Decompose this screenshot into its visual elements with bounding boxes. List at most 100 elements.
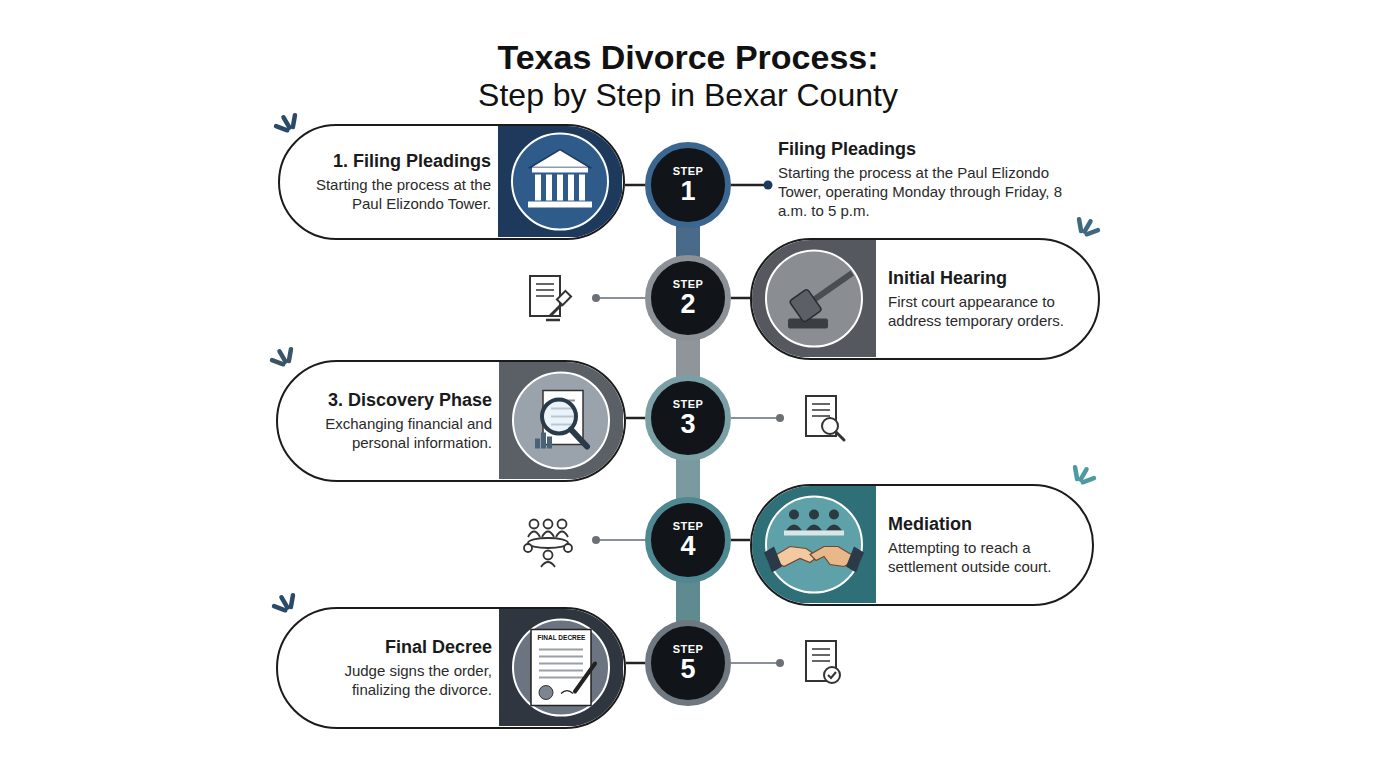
step-circle: STEP3	[645, 375, 731, 461]
decree-icon	[531, 630, 595, 706]
doc-line	[812, 409, 830, 411]
splash-stroke	[274, 606, 285, 610]
seal	[539, 686, 553, 700]
splash-mark	[274, 595, 293, 610]
small-document-icon	[806, 641, 840, 683]
card-cap-fill	[499, 362, 623, 479]
column	[579, 175, 585, 201]
person-body	[826, 525, 842, 531]
card-cap-fill	[752, 240, 876, 357]
leader-dot	[776, 414, 784, 422]
step-body: Starting the process at the Paul Elizond…	[778, 164, 1068, 220]
person-body	[786, 525, 802, 531]
column	[546, 175, 552, 201]
spine-segment	[676, 579, 700, 624]
spine-segment	[676, 457, 700, 501]
step-heading: Initial Hearing	[888, 267, 1082, 290]
icon-disc	[513, 620, 609, 716]
splash-stroke	[1083, 478, 1094, 482]
step-card: 3. Discovery PhaseExchanging financial a…	[276, 360, 626, 482]
small-document-icon	[530, 276, 571, 320]
lens-handle	[571, 430, 587, 447]
small-people-icon	[524, 520, 572, 568]
step-heading: 1. Filing Pleadings	[298, 150, 491, 173]
card-text-area: 3. Discovery PhaseExchanging financial a…	[296, 362, 492, 480]
splash-stroke	[293, 115, 295, 127]
magnifier-handle	[836, 432, 844, 440]
text-line	[539, 670, 583, 672]
icon-disc	[513, 373, 609, 469]
person-body	[542, 532, 554, 538]
text-line	[539, 663, 583, 665]
connector-line	[731, 539, 750, 542]
person-head	[544, 551, 553, 560]
icon-disc	[512, 134, 608, 230]
splash-stroke	[1087, 230, 1098, 234]
splash-mark	[272, 349, 291, 364]
step-circle: STEP1	[645, 142, 731, 228]
splash-stroke	[291, 595, 293, 607]
splash-stroke	[280, 351, 286, 361]
connector-dot	[764, 181, 773, 190]
leader-dot	[776, 659, 784, 667]
step-heading: Final Decree	[296, 636, 492, 659]
connector-line	[731, 184, 768, 187]
document-label: FINAL DECREE	[532, 634, 592, 641]
step-word: STEP	[673, 165, 704, 177]
person-body	[556, 532, 568, 538]
step-card: Initial HearingFirst court appearance to…	[750, 238, 1100, 360]
step-card: MediationAttempting to reach a settlemen…	[750, 484, 1094, 606]
connector-line	[625, 184, 645, 187]
check-mark	[828, 672, 836, 678]
signature	[561, 691, 573, 694]
step-word: STEP	[673, 643, 704, 655]
sleeve-left	[764, 547, 782, 573]
person-head	[809, 510, 819, 520]
step-heading: Filing Pleadings	[778, 138, 1068, 161]
gavel	[789, 262, 860, 322]
diagram-title: Texas Divorce Process:	[0, 38, 1376, 77]
leader-dot	[592, 536, 600, 544]
connector-line	[731, 297, 750, 300]
leader-line	[596, 297, 645, 299]
connector-line	[626, 417, 645, 420]
doc-line	[812, 415, 830, 417]
card-text-area: Final DecreeJudge signs the order, final…	[296, 609, 492, 727]
person-head	[558, 520, 567, 529]
head	[789, 289, 822, 323]
bar	[541, 433, 546, 449]
spine-segment	[676, 337, 700, 379]
step-word: STEP	[673, 398, 704, 410]
splash-stroke	[276, 126, 287, 130]
person-head	[829, 510, 839, 520]
table	[528, 538, 568, 548]
step-card: Final DecreeJudge signs the order, final…	[276, 607, 626, 729]
leader-dot	[592, 294, 600, 302]
step-number: 4	[680, 532, 695, 560]
person-body	[541, 562, 555, 567]
step-body: Starting the process at the Paul Elizond…	[298, 176, 491, 214]
splash-stroke	[284, 117, 290, 127]
person-body	[528, 532, 540, 538]
card-text-area: 1. Filing PleadingsStarting the process …	[298, 126, 491, 238]
check-circle	[824, 667, 840, 683]
roof	[530, 150, 590, 168]
splash-mark	[276, 115, 295, 130]
step-number: 1	[680, 177, 695, 205]
card-text: 1. Filing PleadingsStarting the process …	[298, 150, 491, 214]
step-body: Judge signs the order, finalizing the di…	[296, 662, 492, 700]
splash-stroke	[1079, 219, 1081, 231]
card-text: Final DecreeJudge signs the order, final…	[296, 636, 492, 700]
step-word: STEP	[673, 520, 704, 532]
leader-line	[731, 662, 780, 664]
column	[568, 175, 574, 201]
step-number: 5	[680, 655, 695, 683]
person-head	[564, 544, 572, 552]
sleeve-right	[846, 547, 864, 573]
doc-line	[812, 403, 830, 405]
step-circle: STEP2	[645, 255, 731, 341]
splash-stroke	[289, 349, 291, 361]
doc-line	[536, 283, 554, 285]
step-number: 3	[680, 410, 695, 438]
